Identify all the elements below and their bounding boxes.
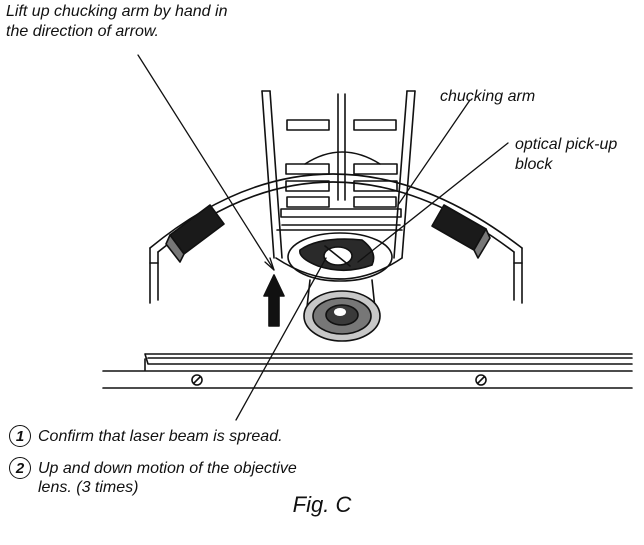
optical-pickup-label-line-2: block — [515, 156, 553, 173]
left-damper-pad — [165, 204, 225, 263]
optical-pickup-label-line-1: optical pick-up — [515, 136, 618, 153]
step-2-number-badge: 2 — [9, 457, 31, 479]
chassis-screw-right — [475, 374, 487, 386]
step-2: 2 Up and down motion of the objective le… — [9, 457, 297, 497]
leader-lines — [137, 54, 509, 421]
chucking-hub — [275, 232, 403, 282]
lift-instruction-line-2: the direction of arrow. — [6, 23, 159, 40]
optical-pickup-block — [303, 279, 381, 342]
chucking-arm — [261, 90, 416, 259]
step-1-number-badge: 1 — [9, 425, 31, 447]
chassis-base-plate — [102, 353, 633, 389]
figure-caption: Fig. C — [292, 492, 352, 517]
step-1-text: Confirm that laser beam is spread. — [38, 428, 283, 445]
lift-instruction-line-1: Lift up chucking arm by hand in — [6, 3, 228, 20]
step-2-text: Up and down motion of the objective lens… — [38, 460, 297, 496]
chucking-arm-label: chucking arm — [440, 88, 536, 105]
step-1: 1 Confirm that laser beam is spread. — [9, 425, 283, 447]
up-arrow-icon — [263, 274, 285, 327]
right-damper-pad — [431, 204, 491, 259]
chassis-screw-left — [191, 374, 203, 386]
